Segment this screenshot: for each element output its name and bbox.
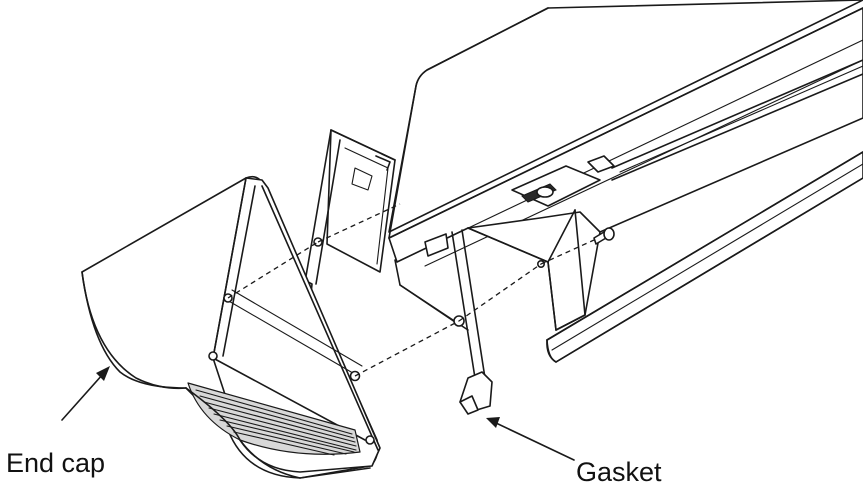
gasket-label: Gasket (576, 457, 662, 487)
alignment-lines (227, 203, 595, 377)
housing-body (388, 0, 863, 363)
louver-vents (187, 382, 361, 456)
gasket-arrow (486, 417, 575, 461)
end-cap-arrow (61, 366, 110, 421)
end-cap-part (81, 175, 381, 479)
end-cap-label: End cap (6, 448, 106, 478)
